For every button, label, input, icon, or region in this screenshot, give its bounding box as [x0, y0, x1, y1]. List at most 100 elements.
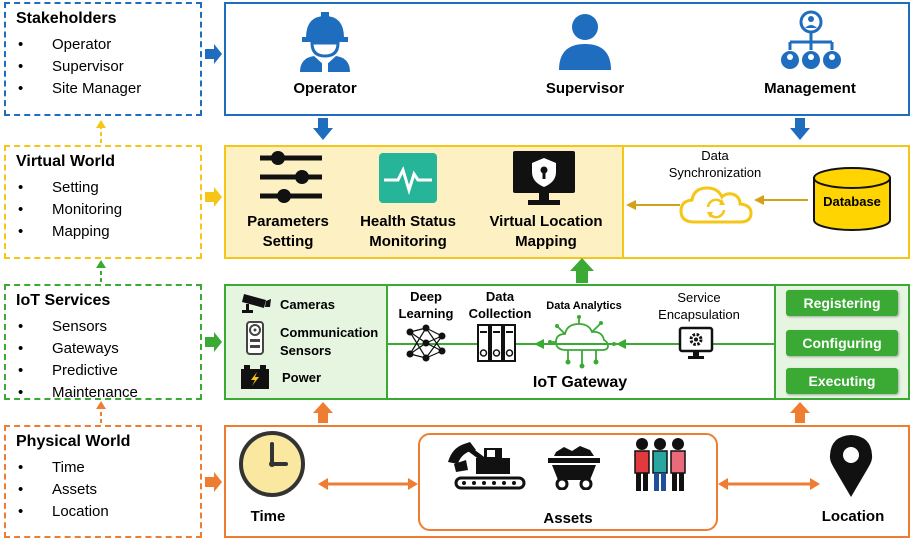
- configuring-button[interactable]: Configuring: [786, 330, 898, 356]
- dashed-up-arrow-orange: [96, 401, 106, 423]
- person-icon: [559, 14, 611, 70]
- health-label: Health Status Monitoring: [350, 212, 466, 252]
- binders-icon: [477, 324, 516, 362]
- neural-net-icon: [406, 324, 446, 362]
- down-arrow-operator: [313, 118, 333, 140]
- data-collection-label: Data Collection: [462, 288, 538, 322]
- virtual-world-title: Virtual World: [16, 153, 115, 170]
- virtual-world-list: Setting Monitoring Mapping: [16, 177, 122, 243]
- virtual-world-box: Virtual World Setting Monitoring Mapping: [4, 145, 202, 259]
- iot-services-list: Sensors Gateways Predictive Maintenance: [16, 316, 138, 404]
- list-item: Assets: [16, 479, 109, 501]
- list-item: Sensors: [16, 316, 138, 338]
- comm-label: Communication Sensors: [280, 324, 378, 360]
- stakeholders-list: Operator Supervisor Site Manager: [16, 34, 141, 100]
- list-item: Gateways: [16, 338, 138, 360]
- comm-line2: Sensors: [280, 343, 332, 358]
- double-arrow-assets-location: [718, 478, 820, 490]
- list-item: Mapping: [16, 221, 122, 243]
- service-line1: Service: [677, 290, 721, 305]
- list-item: Location: [16, 501, 109, 523]
- stakeholders-box: Stakeholders Operator Supervisor Site Ma…: [4, 2, 202, 116]
- right-arrow-green: [205, 332, 222, 352]
- list-item: Site Manager: [16, 78, 141, 100]
- database-icon: [813, 167, 891, 231]
- list-item: Supervisor: [16, 56, 141, 78]
- mapping-line2: Mapping: [515, 233, 577, 250]
- camera-icon: [242, 294, 271, 313]
- data-line2: Collection: [468, 306, 532, 321]
- list-item-continued: Maintenance: [16, 382, 138, 404]
- service-encapsulation-label: Service Encapsulation: [646, 289, 752, 323]
- list-item: Setting: [16, 177, 122, 199]
- service-line2: Encapsulation: [658, 307, 740, 322]
- list-item: Operator: [16, 34, 141, 56]
- list-item: Time: [16, 457, 109, 479]
- operator-label: Operator: [293, 80, 357, 97]
- sync-label: Data Synchronization: [650, 147, 780, 181]
- org-chart-icon: [781, 10, 841, 69]
- deep-line1: Deep: [410, 289, 442, 304]
- lock-monitor-icon: [513, 151, 575, 205]
- time-label: Time: [250, 508, 286, 525]
- dashed-up-arrow-yellow: [96, 120, 106, 143]
- list-item: Monitoring: [16, 199, 122, 221]
- mapping-line1: Virtual Location: [489, 213, 603, 230]
- clock-icon: [239, 431, 305, 497]
- comm-line1: Communication: [280, 325, 379, 340]
- iot-buttons-divider: [774, 286, 776, 398]
- iot-sensors-divider: [386, 286, 388, 398]
- right-arrow-yellow: [205, 187, 222, 207]
- right-arrow-blue: [205, 44, 222, 64]
- double-arrow-time-assets: [318, 478, 418, 490]
- registering-button[interactable]: Registering: [786, 290, 898, 316]
- sliders-icon: [260, 151, 322, 203]
- up-arrow-orange-left: [313, 402, 333, 423]
- mapping-label: Virtual Location Mapping: [478, 212, 614, 252]
- deep-learning-label: Deep Learning: [396, 288, 456, 322]
- data-line1: Data: [485, 289, 515, 304]
- dashed-up-arrow-green: [96, 260, 106, 282]
- up-arrow-orange-right: [790, 402, 810, 423]
- assets-label: Assets: [543, 510, 593, 527]
- management-label: Management: [764, 80, 856, 97]
- down-arrow-management: [790, 118, 810, 140]
- physical-world-title: Physical World: [16, 433, 131, 450]
- cloud-network-icon: [548, 315, 616, 369]
- supervisor-label: Supervisor: [545, 80, 625, 97]
- parameters-label: Parameters Setting: [230, 212, 346, 252]
- location-pin-icon: [829, 435, 873, 497]
- executing-button[interactable]: Executing: [786, 368, 898, 394]
- list-item: Predictive: [16, 360, 138, 382]
- health-line1: Health Status: [360, 213, 456, 230]
- cameras-label: Cameras: [280, 297, 335, 312]
- battery-icon: [241, 365, 269, 389]
- iot-services-title: IoT Services: [16, 292, 111, 309]
- workers-group-icon: [634, 438, 686, 491]
- physical-world-list: Time Assets Location: [16, 457, 109, 523]
- sync-line1: Data: [701, 148, 729, 163]
- parameters-line2: Setting: [262, 233, 314, 250]
- gear-monitor-icon: [678, 326, 714, 359]
- deep-line2: Learning: [398, 306, 454, 321]
- list-item-text: Maintenance: [52, 384, 138, 401]
- virtual-world-divider: [622, 147, 624, 257]
- worker-helmet-icon: [300, 12, 350, 72]
- health-line2: Monitoring: [369, 233, 447, 250]
- cloud-sync-icon: [679, 186, 753, 224]
- database-label: Database: [823, 194, 881, 209]
- sync-line2: Synchronization: [668, 165, 762, 180]
- parameters-line1: Parameters: [247, 213, 329, 230]
- excavator-icon: [448, 442, 526, 490]
- heartbeat-monitor-icon: [379, 153, 437, 203]
- iot-gateway-label: IoT Gateway: [532, 374, 628, 391]
- sensor-device-icon: [246, 321, 264, 355]
- up-arrow-gateway: [570, 258, 594, 283]
- location-label: Location: [821, 508, 885, 525]
- assets-group-box: [418, 433, 718, 531]
- right-arrow-orange: [205, 472, 222, 492]
- mine-cart-icon: [548, 446, 600, 490]
- data-analytics-label: Data Analytics: [546, 300, 622, 312]
- physical-world-box: Physical World Time Assets Location: [4, 425, 202, 538]
- power-label: Power: [282, 370, 322, 385]
